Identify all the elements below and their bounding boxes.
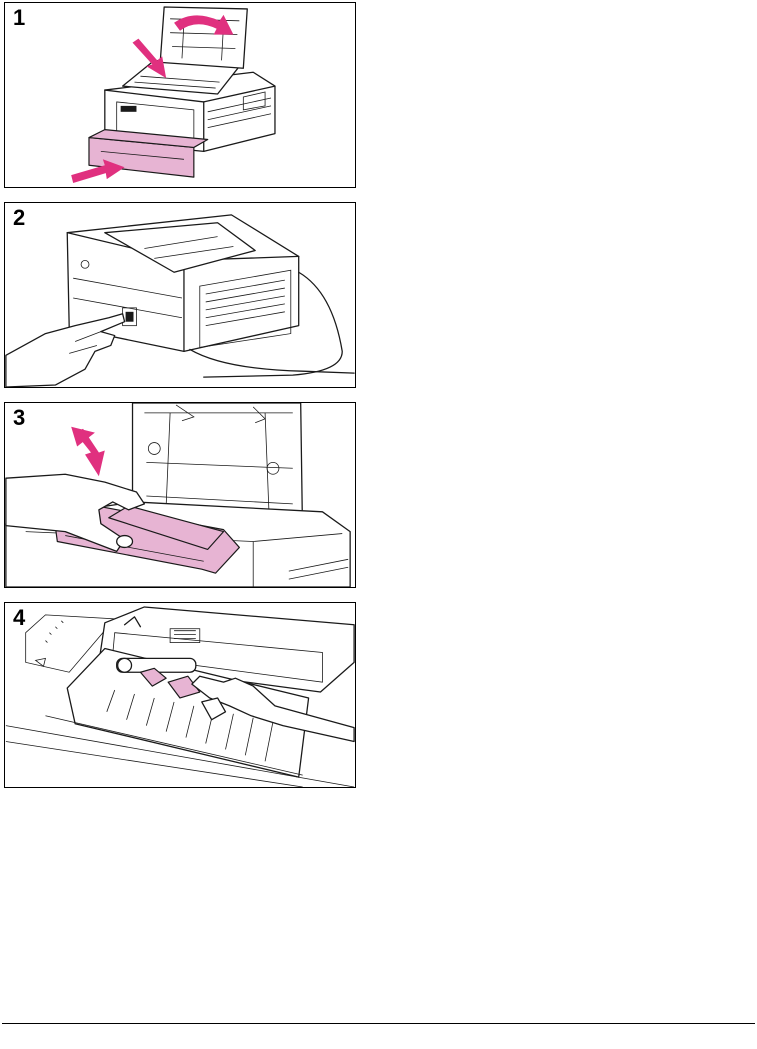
printer-rear-power-switch-illustration bbox=[5, 203, 355, 387]
clean-transfer-roller-area-illustration bbox=[5, 603, 355, 787]
footer-rule bbox=[2, 1023, 755, 1024]
step-number: 2 bbox=[13, 205, 25, 231]
figure-step-3: 3 bbox=[4, 402, 356, 588]
remove-toner-cartridge-illustration bbox=[5, 403, 355, 587]
step-number: 1 bbox=[13, 5, 25, 31]
printer-open-lid-tray-insert-illustration bbox=[5, 3, 355, 187]
figure-step-2: 2 bbox=[4, 202, 356, 388]
figure-step-4: 4 bbox=[4, 602, 356, 788]
figure-step-1: 1 bbox=[4, 2, 356, 188]
step-number: 3 bbox=[13, 405, 25, 431]
step-number: 4 bbox=[13, 605, 25, 631]
